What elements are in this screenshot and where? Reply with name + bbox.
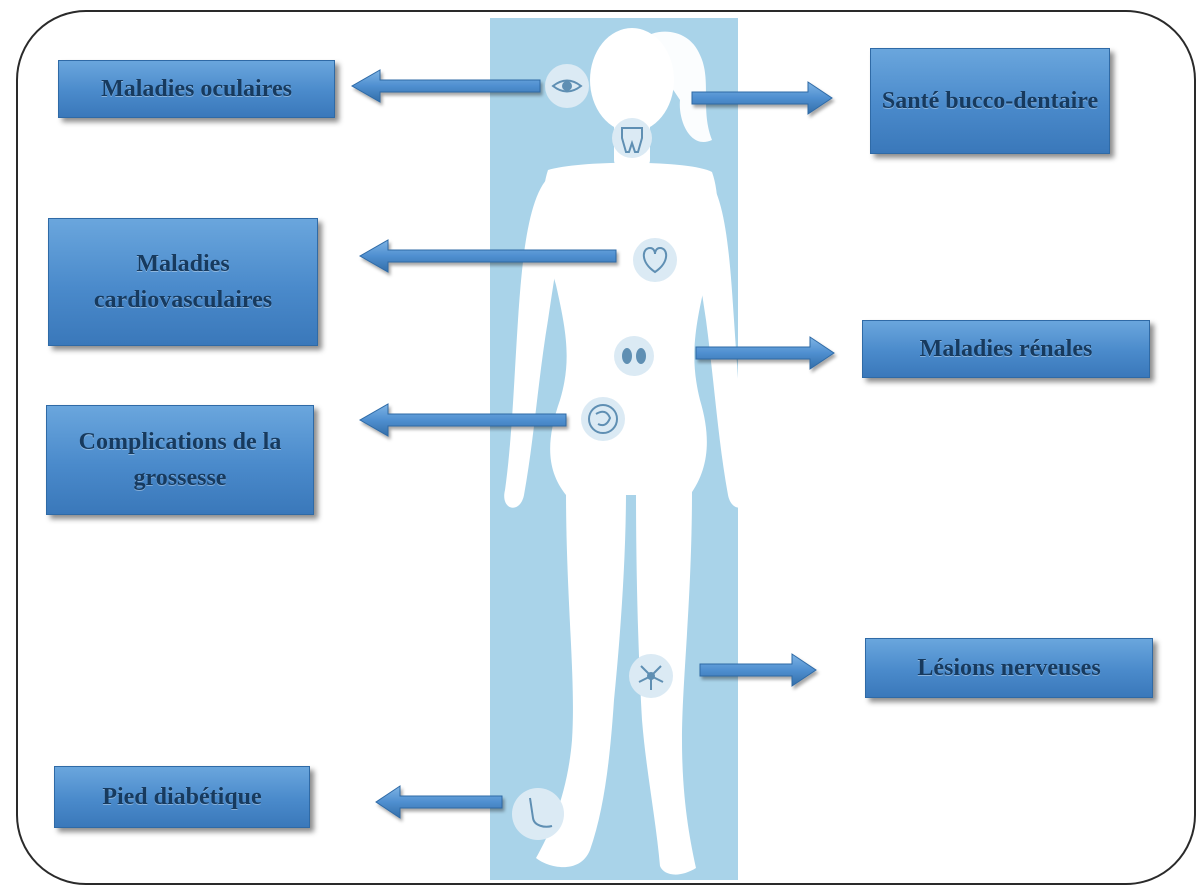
- label-oral: Santé bucco-dentaire: [882, 83, 1098, 119]
- tooth-icon: [612, 118, 652, 158]
- arrow-nerve: [700, 654, 816, 686]
- label-box-eye: Maladies oculaires: [58, 60, 335, 118]
- arrow-oral: [692, 82, 832, 114]
- kidney-icon: [614, 336, 654, 376]
- eye-icon: [545, 64, 589, 108]
- label-box-oral: Santé bucco-dentaire: [870, 48, 1110, 154]
- label-cardio: Maladies cardiovasculaires: [57, 246, 309, 318]
- label-box-nerve: Lésions nerveuses: [865, 638, 1153, 698]
- label-box-foot: Pied diabétique: [54, 766, 310, 828]
- label-foot: Pied diabétique: [102, 779, 261, 815]
- label-box-renal: Maladies rénales: [862, 320, 1150, 378]
- neuron-icon: [629, 654, 673, 698]
- foot-icon: [512, 788, 564, 840]
- label-eye: Maladies oculaires: [101, 71, 292, 107]
- arrow-foot: [376, 786, 502, 818]
- heart-icon: [633, 238, 677, 282]
- label-pregnancy: Complications de la grossesse: [55, 424, 305, 496]
- arrow-eye: [352, 70, 540, 102]
- label-box-pregnancy: Complications de la grossesse: [46, 405, 314, 515]
- fetus-icon: [581, 397, 625, 441]
- label-renal: Maladies rénales: [920, 331, 1093, 367]
- label-nerve: Lésions nerveuses: [917, 650, 1100, 686]
- label-box-cardio: Maladies cardiovasculaires: [48, 218, 318, 346]
